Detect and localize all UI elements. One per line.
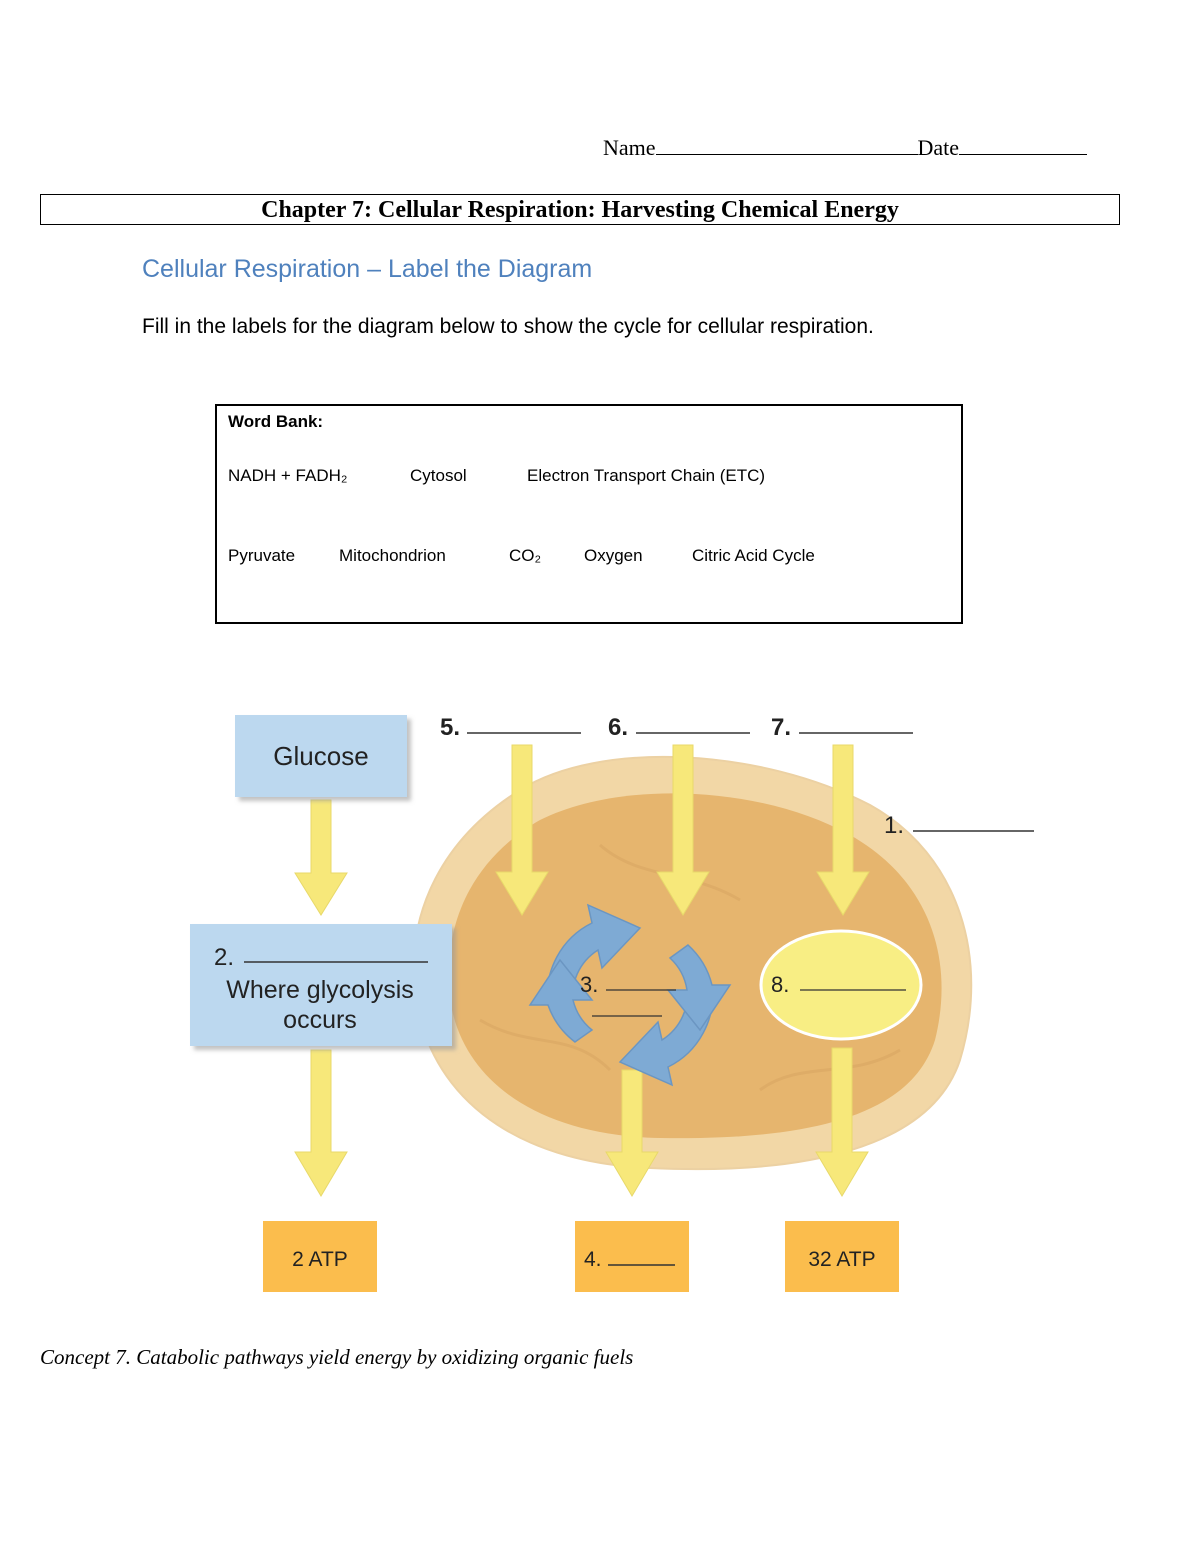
chapter-title: Chapter 7: Cellular Respiration: Harvest… (40, 194, 1120, 225)
arrow-glucose-to-cytosol (294, 799, 348, 916)
instructions: Fill in the labels for the diagram below… (142, 315, 874, 338)
word-bank-item: Mitochondrion (339, 546, 446, 565)
arrow-5-down (495, 744, 549, 916)
word-bank-item: Pyruvate (228, 546, 296, 565)
label-6-number: 6. (608, 714, 628, 741)
label-2-number: 2. (214, 944, 234, 971)
word-bank-item: Electron Transport Chain (ETC) (527, 466, 766, 485)
cytosol-box (190, 924, 452, 1046)
cristae-line (759, 1048, 901, 1092)
word-bank-item: CO₂ (509, 546, 542, 565)
cytosol-desc-line1: Where glycolysis (226, 976, 414, 1004)
section-heading: Cellular Respiration – Label the Diagram (142, 255, 593, 283)
word-bank-box: Word Bank: NADH + FADH₂ Cytosol Electron… (215, 404, 963, 624)
label-4-number: 4. (584, 1248, 602, 1271)
word-bank-item: Citric Acid Cycle (692, 546, 815, 565)
word-bank-item: Oxygen (584, 546, 643, 565)
word-bank-title: Word Bank: (228, 412, 324, 431)
arrow-6-down (656, 744, 710, 916)
word-bank-item: Cytosol (410, 466, 467, 485)
label-3-number: 3. (580, 972, 598, 997)
arrow-cycle-to-4 (605, 1069, 659, 1197)
label-5-number: 5. (440, 714, 460, 741)
name-blank[interactable] (655, 132, 918, 155)
word-bank-item: NADH + FADH₂ (228, 466, 348, 485)
etc-ellipse (759, 929, 923, 1041)
label-1-number: 1. (884, 812, 904, 839)
arrow-7-down (816, 744, 870, 916)
glucose-label: Glucose (273, 741, 368, 771)
concept-statement: Concept 7. Catabolic pathways yield ener… (40, 1345, 634, 1369)
atp-left-label: 2 ATP (292, 1248, 348, 1271)
atp-box-left (263, 1221, 377, 1292)
cytosol-desc-line2: occurs (283, 1006, 357, 1034)
date-label: Date (917, 135, 960, 160)
name-label: Name (603, 135, 656, 160)
cristae-line (479, 1018, 612, 1072)
glucose-box (235, 715, 407, 797)
cycle-arrows (528, 903, 732, 1087)
date-blank[interactable] (959, 132, 1088, 155)
label-7-number: 7. (771, 714, 791, 741)
atp-box-right (785, 1221, 899, 1292)
arrow-8-to-32atp (815, 1047, 869, 1197)
atp-right-label: 32 ATP (808, 1248, 875, 1271)
name-date-line: Name Date (603, 132, 1088, 161)
atp-box-middle (575, 1221, 689, 1292)
label-8-number: 8. (771, 972, 789, 997)
arrow-cytosol-to-2atp (294, 1049, 348, 1197)
